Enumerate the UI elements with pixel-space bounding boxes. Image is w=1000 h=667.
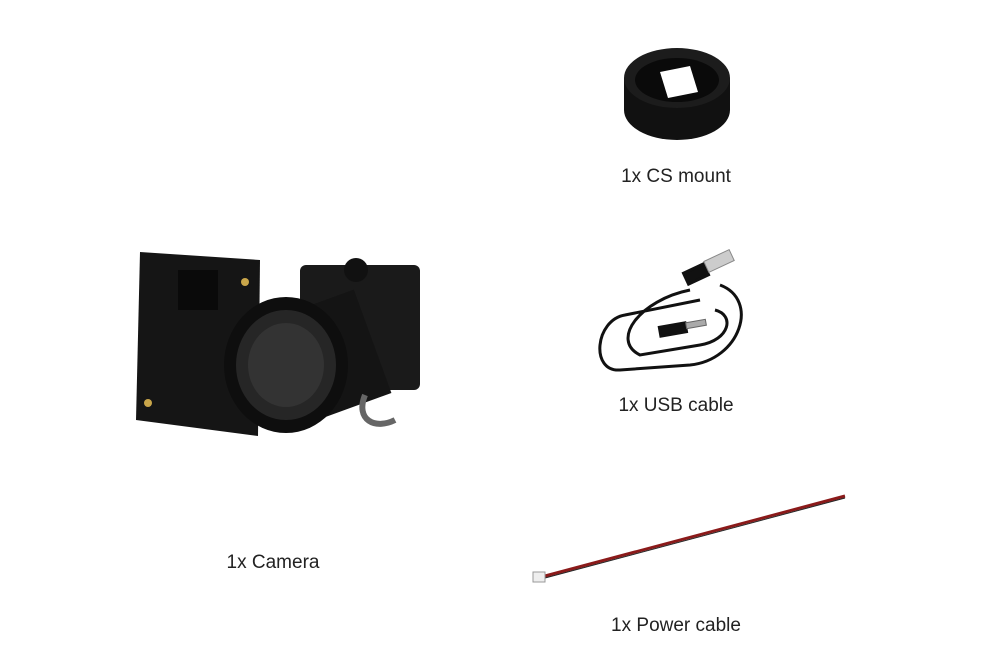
cs-mount-icon: [624, 48, 730, 140]
usb-cable-label: 1x USB cable: [618, 395, 734, 416]
power-cable-icon: [532, 494, 846, 583]
usb-cable-icon: [598, 248, 743, 372]
power-cable-label: 1x Power cable: [611, 615, 741, 636]
camera-label: 1x Camera: [226, 552, 320, 573]
camera-module-icon: [136, 252, 420, 436]
cs-mount-label: 1x CS mount: [621, 166, 731, 187]
